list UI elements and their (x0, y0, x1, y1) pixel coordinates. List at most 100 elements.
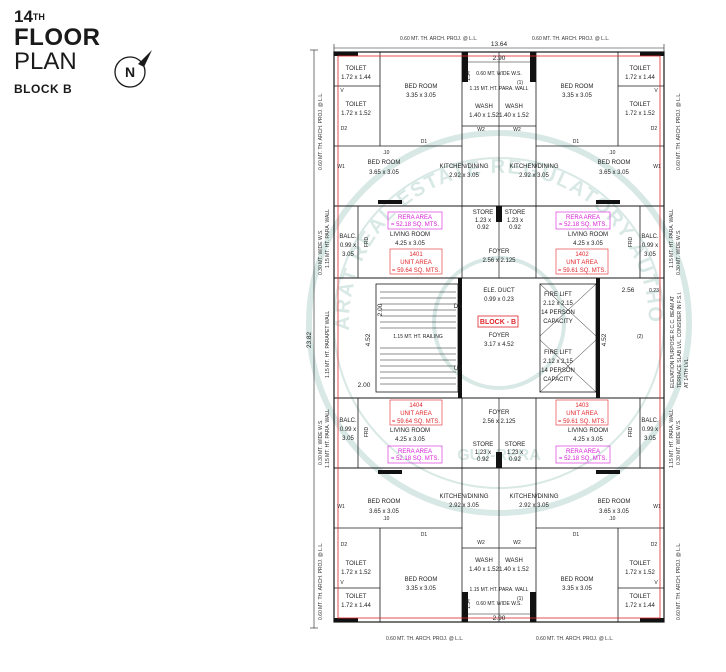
svg-text:3.35 x 3.05: 3.35 x 3.05 (562, 93, 592, 99)
svg-text:1.15 MT. HT. PARA. WALL: 1.15 MT. HT. PARA. WALL (325, 209, 331, 268)
svg-text:KITCHEN/DINING: KITCHEN/DINING (439, 164, 488, 170)
svg-text:W2: W2 (477, 127, 485, 133)
svg-text:= 52.18 SQ. MTS.: = 52.18 SQ. MTS. (559, 222, 608, 228)
svg-text:1.15 MT. HT. PARA. WALL: 1.15 MT. HT. PARA. WALL (669, 409, 675, 468)
svg-text:1403: 1403 (575, 403, 589, 409)
svg-text:3.05: 3.05 (342, 436, 354, 442)
svg-text:4.52: 4.52 (601, 333, 608, 346)
svg-text:KITCHEN/DINING: KITCHEN/DINING (509, 164, 558, 170)
svg-text:ELEVATION PURPOSE R.C.C. BEAM: ELEVATION PURPOSE R.C.C. BEAM AT (670, 296, 676, 388)
svg-text:0.92: 0.92 (477, 225, 489, 231)
svg-text:0.30 MT. WIDE W.S.: 0.30 MT. WIDE W.S. (318, 419, 324, 465)
svg-text:STORE: STORE (505, 442, 526, 448)
svg-text:V: V (654, 88, 658, 94)
svg-text:0.60 MT. TH. ARCH. PROJ. @ L.L: 0.60 MT. TH. ARCH. PROJ. @ L.L. (400, 36, 478, 42)
svg-text:.10: .10 (609, 516, 616, 522)
svg-text:1.54: 1.54 (466, 599, 472, 609)
svg-text:.10: .10 (383, 516, 390, 522)
svg-text:= 59.64 SQ. MTS.: = 59.64 SQ. MTS. (392, 268, 441, 274)
north-compass-icon: N (114, 50, 152, 88)
svg-text:2.00: 2.00 (358, 382, 371, 389)
svg-text:V: V (654, 580, 658, 586)
svg-text:WASH: WASH (505, 104, 523, 110)
svg-text:BALC.: BALC. (339, 234, 357, 240)
svg-text:WASH: WASH (475, 558, 493, 564)
svg-text:4.52: 4.52 (365, 333, 372, 346)
svg-text:1.15 MT. HT. PARA. WALL: 1.15 MT. HT. PARA. WALL (470, 587, 529, 593)
svg-text:.10: .10 (383, 150, 390, 156)
svg-text:LIVING ROOM: LIVING ROOM (390, 232, 430, 238)
svg-text:TOILET: TOILET (346, 594, 367, 600)
svg-text:4.25 x 3.05: 4.25 x 3.05 (395, 241, 425, 247)
svg-text:0.60 MT. TH. ARCH. PROJ. @ L.L: 0.60 MT. TH. ARCH. PROJ. @ L.L. (318, 542, 324, 620)
svg-text:2.92 x 3.05: 2.92 x 3.05 (449, 173, 479, 179)
svg-text:4.25 x 3.05: 4.25 x 3.05 (573, 437, 603, 443)
title-floor: FLOOR (14, 24, 101, 51)
svg-text:STORE: STORE (473, 210, 494, 216)
svg-text:FIRE LIFT: FIRE LIFT (544, 292, 572, 298)
svg-text:2.12 x 2.15: 2.12 x 2.15 (543, 301, 573, 307)
svg-text:1.15 MT. HT. PARA. WALL: 1.15 MT. HT. PARA. WALL (470, 86, 529, 92)
svg-text:1.40 x 1.52: 1.40 x 1.52 (499, 567, 529, 573)
svg-text:V: V (340, 580, 344, 586)
svg-text:2.90: 2.90 (493, 55, 506, 62)
svg-text:TOILET: TOILET (346, 561, 367, 567)
svg-text:3.65 x 3.05: 3.65 x 3.05 (599, 170, 629, 176)
svg-text:2.00: 2.00 (377, 303, 384, 316)
svg-text:3.35 x 3.05: 3.35 x 3.05 (562, 586, 592, 592)
svg-text:BED ROOM: BED ROOM (405, 84, 438, 90)
svg-text:BED ROOM: BED ROOM (561, 84, 594, 90)
title-plan: PLAN (14, 48, 77, 75)
svg-text:UNIT AREA: UNIT AREA (400, 411, 432, 417)
svg-text:0.99 x 0.23: 0.99 x 0.23 (484, 297, 514, 303)
svg-text:RERA AREA: RERA AREA (398, 215, 432, 221)
svg-text:D1: D1 (573, 532, 580, 538)
svg-text:RERA AREA: RERA AREA (398, 449, 432, 455)
svg-text:1.54: 1.54 (466, 71, 472, 81)
svg-text:2.92 x 3.05: 2.92 x 3.05 (519, 503, 549, 509)
svg-text:0.92: 0.92 (509, 225, 521, 231)
floor-number: 14TH (14, 7, 45, 26)
svg-text:BED ROOM: BED ROOM (598, 160, 631, 166)
svg-text:D2: D2 (651, 542, 658, 548)
svg-text:0.99 x: 0.99 x (340, 427, 356, 433)
svg-text:FOYER: FOYER (489, 249, 510, 255)
svg-text:1.72 x 1.44: 1.72 x 1.44 (625, 603, 655, 609)
svg-text:BED ROOM: BED ROOM (368, 499, 401, 505)
svg-text:(1): (1) (517, 80, 523, 86)
svg-text:WASH: WASH (475, 104, 493, 110)
svg-text:23.82: 23.82 (306, 331, 313, 348)
svg-text:D2: D2 (341, 542, 348, 548)
svg-text:1.72 x 1.44: 1.72 x 1.44 (625, 75, 655, 81)
svg-text:D1: D1 (421, 139, 428, 145)
svg-text:1404: 1404 (409, 403, 423, 409)
svg-text:0.60 MT. TH. ARCH. PROJ. @ L.L: 0.60 MT. TH. ARCH. PROJ. @ L.L. (386, 636, 464, 642)
svg-text:UNIT AREA: UNIT AREA (566, 411, 598, 417)
svg-text:1.23 x: 1.23 x (507, 450, 523, 456)
svg-text:TOILET: TOILET (346, 66, 367, 72)
svg-text:BED ROOM: BED ROOM (561, 577, 594, 583)
svg-text:W1: W1 (653, 504, 661, 510)
svg-text:1.72 x 1.44: 1.72 x 1.44 (341, 75, 371, 81)
svg-text:FIRE LIFT: FIRE LIFT (544, 350, 572, 356)
svg-text:1.72 x 1.44: 1.72 x 1.44 (341, 603, 371, 609)
svg-text:W2: W2 (513, 540, 521, 546)
svg-text:1.15 MT. HT. PARAPET WALL: 1.15 MT. HT. PARAPET WALL (325, 311, 331, 378)
svg-text:1.23 x: 1.23 x (475, 450, 491, 456)
svg-text:.10: .10 (609, 150, 616, 156)
svg-text:W2: W2 (513, 127, 521, 133)
svg-text:= 52.18 SQ. MTS.: = 52.18 SQ. MTS. (391, 456, 440, 462)
svg-text:1401: 1401 (409, 252, 423, 258)
svg-text:2.90: 2.90 (493, 615, 506, 622)
svg-text:= 59.64 SQ. MTS.: = 59.64 SQ. MTS. (392, 419, 441, 425)
svg-text:STORE: STORE (473, 442, 494, 448)
svg-text:3.65 x 3.05: 3.65 x 3.05 (599, 509, 629, 515)
svg-text:LIVING ROOM: LIVING ROOM (568, 232, 608, 238)
svg-text:(1): (1) (517, 596, 523, 602)
svg-text:= 52.18 SQ. MTS.: = 52.18 SQ. MTS. (559, 456, 608, 462)
svg-text:0.99 x: 0.99 x (642, 243, 658, 249)
svg-text:UNIT AREA: UNIT AREA (400, 260, 432, 266)
svg-text:0.60 MT. TH. ARCH. PROJ. @ L.L: 0.60 MT. TH. ARCH. PROJ. @ L.L. (536, 636, 614, 642)
svg-text:TOILET: TOILET (630, 561, 651, 567)
